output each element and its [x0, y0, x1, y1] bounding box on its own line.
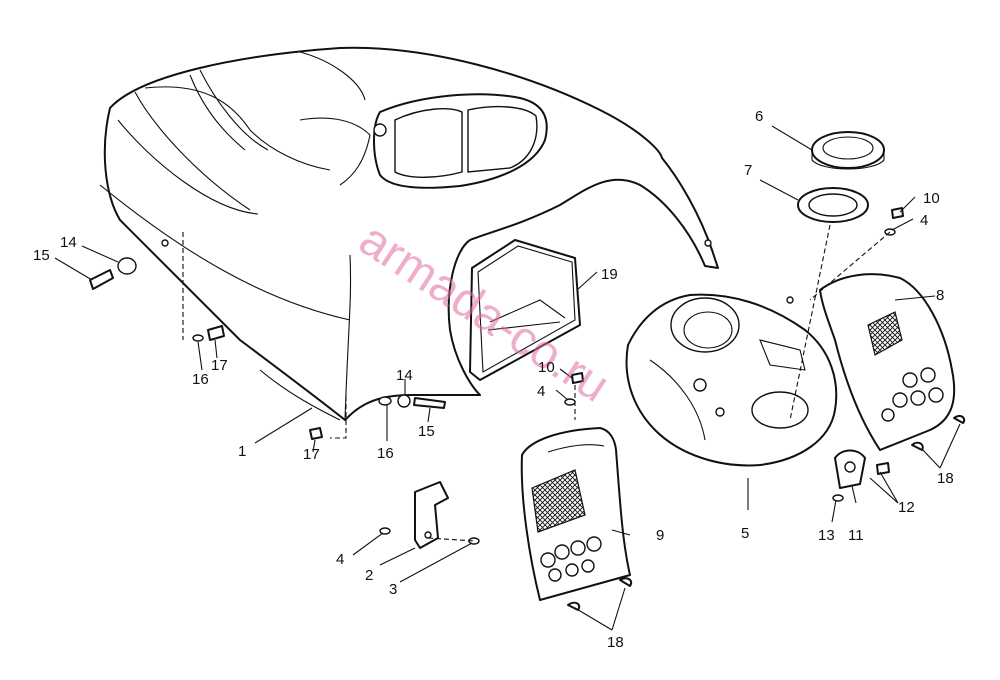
callout-2: 2	[365, 567, 373, 584]
inner-dash-panel-part-5	[625, 293, 838, 467]
callout-10-a: 10	[538, 359, 555, 376]
callout-1: 1	[238, 443, 246, 460]
callout-8: 8	[936, 287, 944, 304]
callout-14-b: 14	[396, 367, 413, 384]
callout-16-b: 16	[377, 445, 394, 462]
callout-4-b: 4	[537, 383, 545, 400]
callout-18-a: 18	[937, 470, 954, 487]
callout-9: 9	[656, 527, 664, 544]
front-fairing-part-1	[99, 46, 719, 421]
filler-cap-part-6	[811, 131, 885, 170]
gasket-part-7	[797, 187, 869, 223]
callout-6: 6	[755, 108, 763, 125]
side-cover-right-part-8	[819, 273, 956, 451]
callout-15-a: 15	[33, 247, 50, 264]
callout-5: 5	[741, 525, 749, 542]
side-cover-left-part-9	[520, 427, 631, 601]
callout-14-a: 14	[60, 234, 77, 251]
callout-15-b: 15	[418, 423, 435, 440]
callout-16-a: 16	[192, 371, 209, 388]
callout-4-a: 4	[336, 551, 344, 568]
callout-7: 7	[744, 162, 752, 179]
assembly-lines	[182, 224, 891, 542]
callout-17-b: 17	[303, 446, 320, 463]
bracket-part-2	[414, 481, 449, 549]
callout-3: 3	[389, 581, 397, 598]
callout-18-b: 18	[607, 634, 624, 651]
callout-13: 13	[818, 527, 835, 544]
callout-11: 11	[848, 527, 864, 544]
callout-4-c: 4	[920, 212, 928, 229]
callout-19: 19	[601, 266, 618, 283]
leader-lines	[54, 125, 961, 631]
hardware-parts	[89, 207, 966, 611]
glovebox-tray-part-19	[469, 239, 581, 381]
callout-17-a: 17	[211, 357, 228, 374]
callout-labels: 1 2 3 4 4 4 5 6 7 8 9 10 10 11 12 13 14 …	[33, 108, 954, 651]
callout-12: 12	[898, 499, 915, 516]
callout-10-b: 10	[923, 190, 940, 207]
